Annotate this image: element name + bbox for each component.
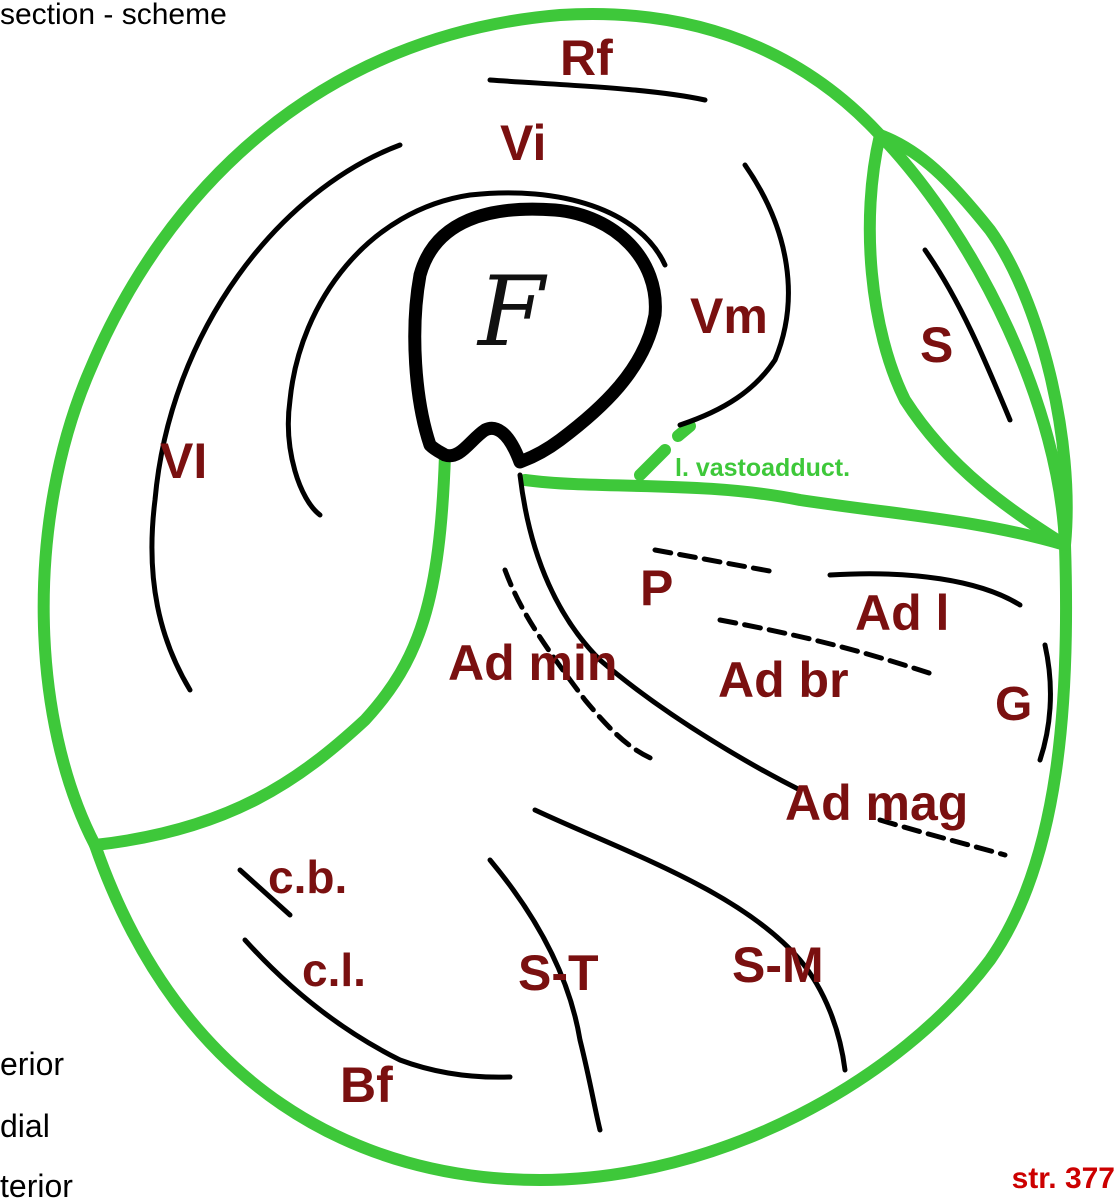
label-rf: Rf [560,30,613,86]
label-st: S-T [518,945,599,1001]
sartorius-compartment [870,135,1067,545]
lateral-intermuscular-septum [95,455,445,845]
muscle-labels: Rf Vi Vm VI S l. vastoadduct. P Ad l Ad … [160,30,1032,1113]
label-ad-min: Ad min [448,635,617,691]
label-ad-mag: Ad mag [785,775,968,831]
label-sm: S-M [732,937,824,993]
label-vastoadduct: l. vastoadduct. [675,454,850,482]
label-vi: Vi [500,115,546,171]
label-cl: c.l. [302,944,366,996]
gracilis-line [1040,645,1050,760]
label-ad-l: Ad l [855,585,949,641]
label-bf: Bf [340,1057,393,1113]
page-reference: str. 377 [1012,1164,1115,1194]
vastus-intermedius-line [152,145,400,690]
vastus-intermedius-inner-line [288,193,665,515]
label-ad-br: Ad br [718,652,849,708]
adductor-minimus-line [520,475,800,790]
label-s: S [920,317,953,373]
orientation-legend-medial: dial [0,1110,50,1142]
femur-label: F [476,256,548,368]
orientation-legend-posterior: terior [0,1170,73,1202]
label-vl: VI [160,433,207,489]
label-vm: Vm [690,288,768,344]
orientation-legend-anterior: erior [0,1048,64,1080]
label-g: G [995,678,1032,731]
label-cb: c.b. [268,851,347,903]
label-p: P [640,560,673,616]
